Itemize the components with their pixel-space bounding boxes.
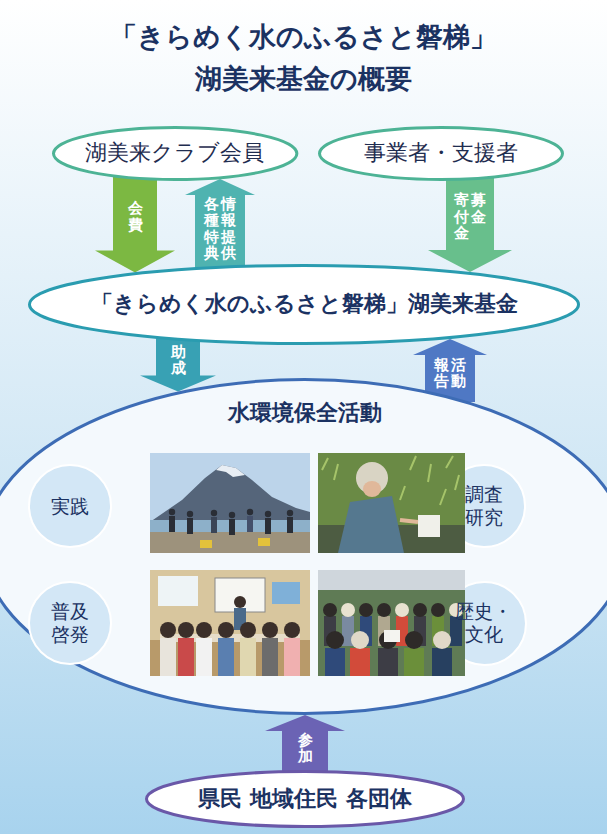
- vertical-column: 会費: [128, 200, 143, 233]
- activity-label: 調査 研究: [465, 483, 503, 529]
- arrow-label: 情報提供 各種特典: [204, 196, 236, 262]
- node-label: 「きらめく水のふるさと磐梯」湖美来基金: [91, 291, 518, 317]
- fund-oval-border: [30, 266, 579, 344]
- arrow-label: 会費: [128, 200, 143, 233]
- activity-heading: 水環境保全活動: [0, 400, 607, 426]
- block-arrow: [140, 335, 216, 392]
- arrow-label-holder: 助成: [171, 344, 186, 377]
- activity-circle-border: [442, 581, 525, 664]
- vertical-column: 寄付金: [454, 192, 469, 242]
- title-block: 「きらめく水のふるさと磐梯」 湖美来基金の概要: [0, 16, 607, 100]
- arrow-label-holder: 参加: [298, 732, 313, 765]
- arrow-label-holder: 会費: [128, 200, 143, 233]
- vertical-column: 参加: [298, 732, 313, 765]
- supporter-oval: 事業者・支援者: [318, 126, 564, 181]
- diagram-title: 「きらめく水のふるさと磐梯」 湖美来基金の概要: [0, 16, 607, 100]
- vertical-column: 助成: [171, 344, 186, 377]
- activity-circle: 調査 研究: [442, 464, 526, 548]
- activity-ellipse-outline: [0, 378, 607, 715]
- activity-ellipse: 水環境保全活動実践 調査 研究普及 啓発 歴史・ 文化: [0, 378, 607, 715]
- vertical-column: 各種特典: [204, 196, 219, 262]
- fund-oval: 「きらめく水のふるさと磐梯」湖美来基金: [28, 264, 580, 345]
- participant-oval-border: [147, 772, 464, 827]
- activity-circle-border: [29, 465, 111, 547]
- arrow-label: 活動 報告: [434, 357, 466, 390]
- vertical-column: 情報提供: [221, 196, 236, 262]
- arrow-label-holder: 情報提供 各種特典: [204, 196, 236, 262]
- vertical-column: 報告: [434, 357, 449, 390]
- activity-circle: 普及 啓発: [28, 581, 112, 665]
- node-label: 湖美来クラブ会員: [85, 140, 264, 166]
- member-oval: 湖美来クラブ会員: [52, 126, 298, 181]
- vertical-column: 募金: [471, 192, 486, 242]
- activity-label: 実践: [51, 495, 89, 518]
- block-arrow: [428, 174, 512, 272]
- participant-oval: 県民 地域住民 各団体: [145, 770, 465, 828]
- arrow-label: 助成: [171, 344, 186, 377]
- node-label: 県民 地域住民 各団体: [198, 786, 411, 812]
- activity-circle: 実践: [28, 464, 112, 548]
- arrow-label: 参加: [298, 732, 313, 765]
- arrow-label: 募金 寄付金: [454, 192, 486, 242]
- arrow-label-holder: 活動 報告: [434, 357, 466, 390]
- activity-label: 普及 啓発: [51, 600, 89, 646]
- supporter-oval-border: [320, 128, 563, 180]
- activity-circle-border: [443, 465, 525, 547]
- arrow-label-holder: 募金 寄付金: [454, 192, 486, 242]
- activity-ellipse-border: [0, 380, 607, 714]
- node-label: 事業者・支援者: [364, 140, 518, 166]
- activity-circle: 歴史・ 文化: [442, 581, 527, 666]
- block-arrow: [95, 174, 175, 273]
- title-line: 「きらめく水のふるさと磐梯」: [0, 16, 607, 58]
- title-line: 湖美来基金の概要: [0, 58, 607, 100]
- member-oval-border: [53, 128, 296, 180]
- block-arrow: [265, 715, 345, 776]
- activity-label: 歴史・ 文化: [455, 600, 512, 646]
- vertical-column: 活動: [451, 357, 466, 390]
- activity-circle-border: [29, 582, 111, 664]
- block-arrow: [185, 179, 255, 272]
